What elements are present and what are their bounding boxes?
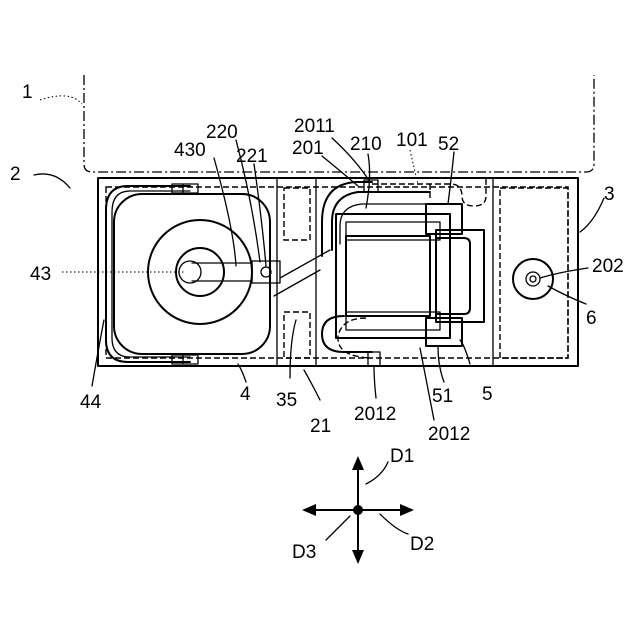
label-43: 43 xyxy=(30,264,51,285)
label-52: 52 xyxy=(438,134,459,155)
reel-43-outer xyxy=(148,220,252,324)
leader-2 xyxy=(34,174,70,188)
leader-202 xyxy=(540,268,588,278)
leader-3 xyxy=(580,198,604,232)
label-51: 51 xyxy=(432,386,453,407)
label-210: 210 xyxy=(350,134,382,155)
leader-d3 xyxy=(326,516,350,540)
label-d3: D3 xyxy=(292,542,316,563)
leader-2012a xyxy=(374,366,376,398)
slot-lower-35 xyxy=(284,312,310,358)
leader-430 xyxy=(214,158,236,266)
leader-21 xyxy=(304,370,320,400)
label-101: 101 xyxy=(396,130,428,151)
label-2012-b: 2012 xyxy=(428,424,470,445)
label-4: 4 xyxy=(240,384,251,405)
motor-flange xyxy=(436,238,470,314)
cap-6-mid xyxy=(526,272,540,286)
leader-35 xyxy=(290,320,296,378)
arrow-right-icon xyxy=(400,504,414,516)
label-221: 221 xyxy=(236,146,268,167)
leader-201 xyxy=(322,156,358,186)
label-1: 1 xyxy=(22,82,33,103)
leader-d2 xyxy=(380,514,408,534)
label-6: 6 xyxy=(586,308,597,329)
motor-head xyxy=(436,230,484,322)
leader-d1 xyxy=(366,462,388,484)
label-35: 35 xyxy=(276,390,297,411)
label-201: 201 xyxy=(292,138,324,159)
leader-1 xyxy=(40,96,82,104)
unit-4-band-inner xyxy=(112,191,190,357)
upper-region-1-outline xyxy=(84,75,594,172)
label-220: 220 xyxy=(206,122,238,143)
arrow-down-icon xyxy=(352,550,364,564)
cap-6-center xyxy=(530,276,536,282)
leader-6 xyxy=(548,286,586,304)
slot-upper xyxy=(284,188,310,240)
leader-221 xyxy=(254,164,266,266)
label-2: 2 xyxy=(10,164,21,185)
unit-4-body xyxy=(114,194,270,354)
label-202: 202 xyxy=(592,256,624,277)
arrow-left-icon xyxy=(302,504,316,516)
label-d2: D2 xyxy=(410,534,434,555)
origin-dot-icon xyxy=(353,505,363,515)
label-3: 3 xyxy=(604,184,615,205)
direction-indicator: D1 D2 D3 xyxy=(292,446,434,564)
label-21: 21 xyxy=(310,416,331,437)
return-hose xyxy=(322,316,372,352)
label-44: 44 xyxy=(80,392,102,413)
fitting-2012 xyxy=(368,352,380,366)
connector-diag-b xyxy=(274,270,320,296)
unit-5-core xyxy=(346,236,430,316)
cap-6-outer xyxy=(513,259,553,299)
label-2012-a: 2012 xyxy=(354,404,396,425)
label-2011: 2011 xyxy=(294,116,335,137)
label-5: 5 xyxy=(482,384,493,405)
leader-2012b xyxy=(420,348,434,420)
arrow-up-icon xyxy=(352,456,364,470)
label-d1: D1 xyxy=(390,446,414,467)
label-430: 430 xyxy=(174,140,206,161)
leader-51 xyxy=(438,346,444,382)
pipe-210 xyxy=(340,204,430,244)
